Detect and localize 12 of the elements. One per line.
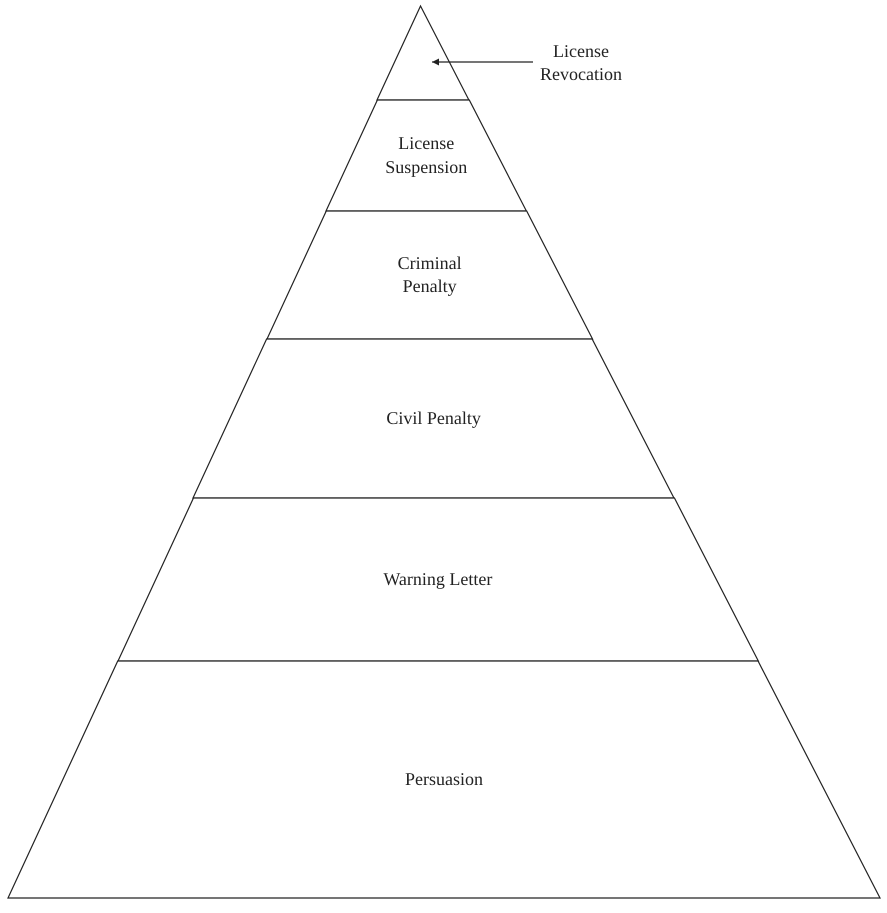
- tier-label: Civil Penalty: [385, 406, 482, 430]
- tier-label: Warning Letter: [382, 568, 494, 591]
- callout-label: License Revocation: [521, 40, 641, 87]
- tier-label: Persuasion: [404, 768, 484, 791]
- pyramid-tier: [118, 498, 758, 661]
- pyramid-tier: [193, 339, 674, 498]
- pyramid-apex: [377, 6, 470, 100]
- arrow: [432, 58, 533, 66]
- tier-label: License Suspension: [384, 132, 468, 179]
- pyramid-tier: [8, 661, 880, 898]
- tier-label: Criminal Penalty: [396, 252, 463, 298]
- pyramid-tier: [266, 211, 592, 339]
